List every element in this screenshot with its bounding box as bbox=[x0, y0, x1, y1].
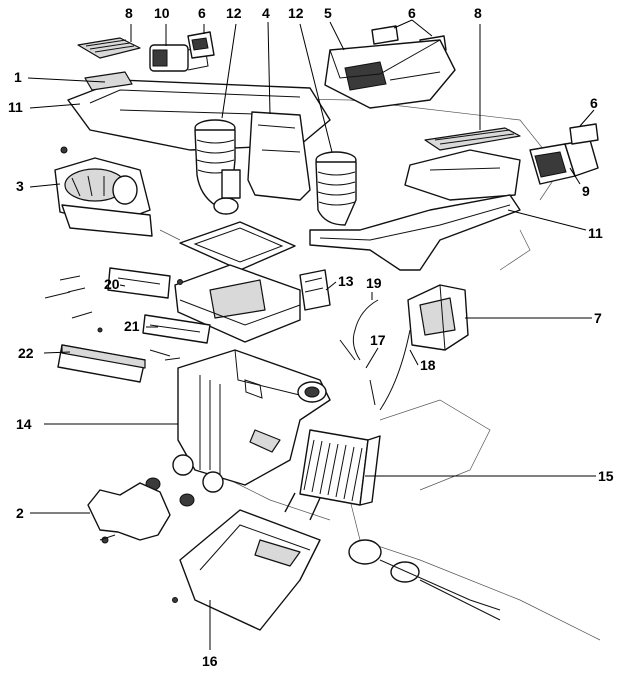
callout-6: 6 bbox=[198, 5, 206, 21]
callout-14: 14 bbox=[16, 416, 32, 432]
control-valve bbox=[407, 284, 469, 351]
heater-core bbox=[284, 429, 381, 521]
callout-6: 6 bbox=[590, 95, 598, 111]
callout-11: 11 bbox=[588, 225, 603, 241]
control-cables bbox=[339, 299, 411, 411]
vent-grille-left bbox=[77, 37, 141, 59]
callout-15: 15 bbox=[598, 468, 614, 484]
vent-outlet-left bbox=[187, 31, 215, 59]
vent-grille-right bbox=[424, 127, 521, 151]
bellows-hose-right bbox=[315, 151, 357, 226]
main-heater-housing bbox=[172, 349, 331, 493]
bellows-hose-left bbox=[194, 119, 241, 215]
callout-2: 2 bbox=[16, 505, 24, 521]
hardware-screws bbox=[44, 275, 183, 361]
callout-20: 20 bbox=[104, 276, 120, 292]
callout-21: 21 bbox=[124, 318, 140, 334]
callout-labels: 8 10 6 12 4 12 5 6 8 6 1 11 3 9 11 13 19… bbox=[8, 5, 614, 669]
callout-1: 1 bbox=[14, 69, 22, 85]
side-vent-outlet-right bbox=[569, 123, 599, 145]
floor-ducts bbox=[348, 539, 501, 621]
callout-16: 16 bbox=[202, 653, 218, 669]
bracket-20 bbox=[107, 267, 171, 299]
heater-top-frame bbox=[179, 221, 296, 271]
callout-8: 8 bbox=[125, 5, 133, 21]
heater-upper-housing bbox=[174, 264, 301, 343]
callout-5: 5 bbox=[324, 5, 332, 21]
leader-lines bbox=[27, 19, 596, 650]
side-duct-right bbox=[309, 194, 521, 271]
blower-motor bbox=[54, 146, 153, 237]
callout-19: 19 bbox=[366, 275, 382, 291]
bracket-21 bbox=[142, 314, 211, 344]
center-duct bbox=[247, 111, 311, 201]
callout-9: 9 bbox=[582, 183, 590, 199]
callout-10: 10 bbox=[154, 5, 170, 21]
lower-cover-tray bbox=[172, 509, 321, 631]
callout-13: 13 bbox=[338, 273, 354, 289]
callout-6: 6 bbox=[408, 5, 416, 21]
callout-7: 7 bbox=[594, 310, 602, 326]
callout-17: 17 bbox=[370, 332, 386, 348]
central-vent-housing bbox=[324, 39, 456, 109]
callout-3: 3 bbox=[16, 178, 24, 194]
cover-plate bbox=[57, 344, 146, 383]
callout-12: 12 bbox=[226, 5, 242, 21]
callout-11: 11 bbox=[8, 99, 23, 115]
callout-12: 12 bbox=[288, 5, 304, 21]
air-flap bbox=[299, 269, 331, 311]
callout-18: 18 bbox=[420, 357, 436, 373]
callout-22: 22 bbox=[18, 345, 34, 361]
callout-8: 8 bbox=[474, 5, 482, 21]
callout-4: 4 bbox=[262, 5, 270, 21]
side-vent-right bbox=[529, 139, 599, 185]
dashboard-panel bbox=[67, 71, 521, 201]
gasket bbox=[87, 482, 171, 544]
